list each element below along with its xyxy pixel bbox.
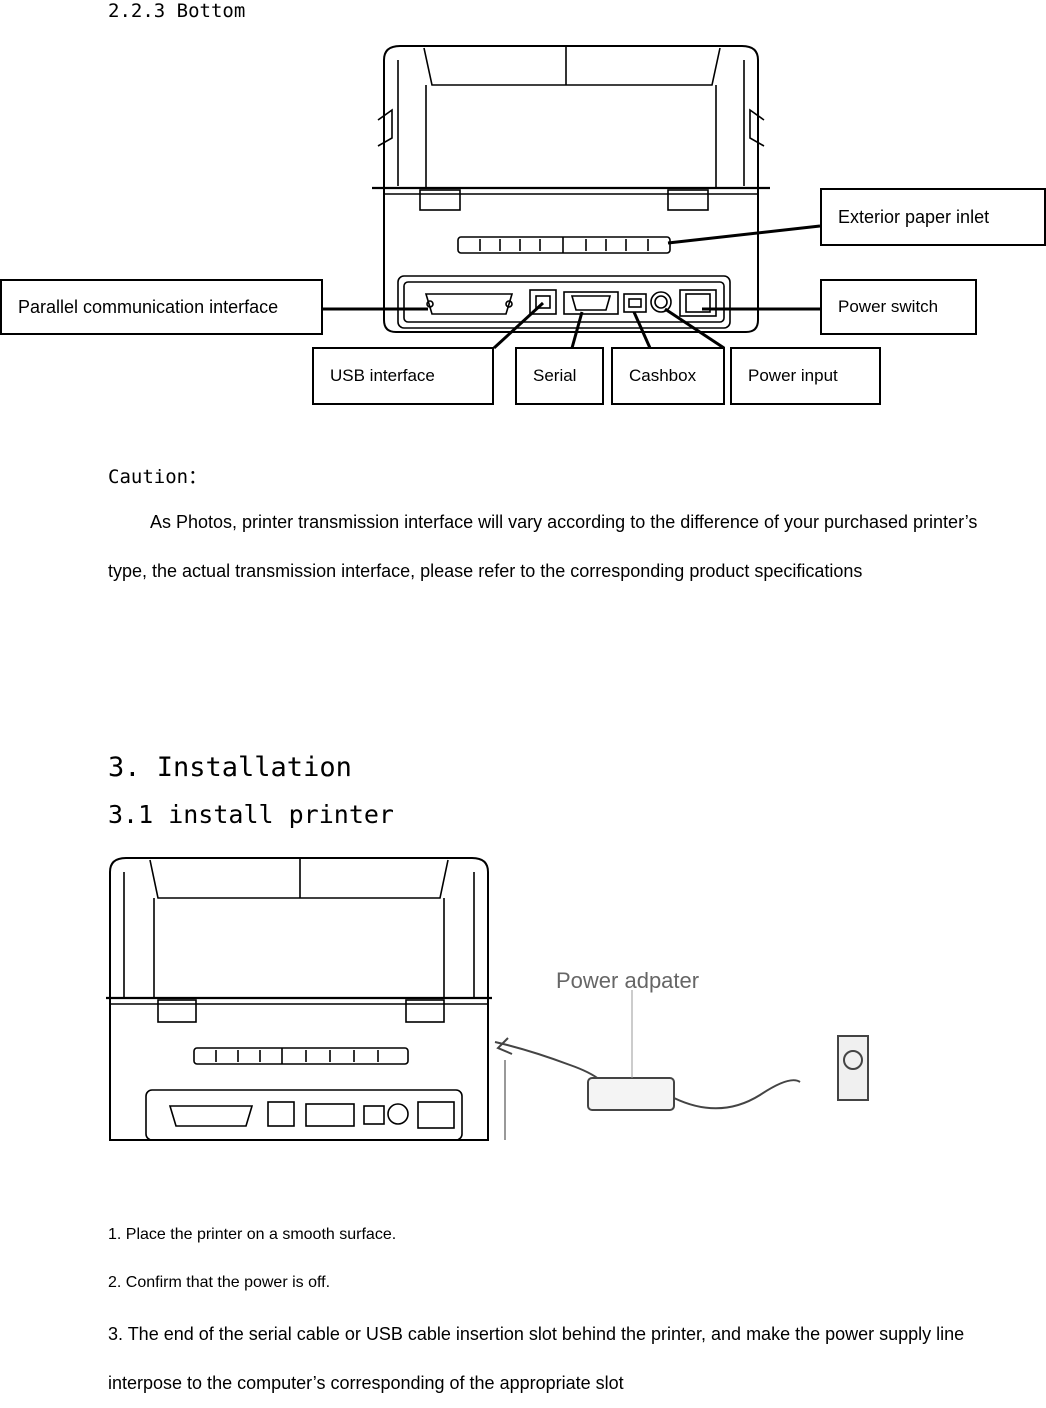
step-number: 1. <box>108 1226 122 1243</box>
section-heading-install-printer: 3.1 install printer <box>108 800 394 829</box>
step-2: 2. Confirm that the power is off. <box>108 1274 330 1292</box>
step-number: 2. <box>108 1274 122 1291</box>
section-heading-installation: 3. Installation <box>108 752 352 783</box>
caution-paragraph: As Photos, printer transmission interfac… <box>108 498 988 596</box>
callout-label: USB interface <box>330 366 435 385</box>
step-3: 3. The end of the serial cable or USB ca… <box>108 1310 988 1408</box>
step-text: Place the printer on a smooth surface. <box>121 1226 397 1243</box>
callout-power-switch: Power switch <box>820 279 977 335</box>
caution-text: As Photos, printer transmission interfac… <box>108 512 978 581</box>
callout-label: Power switch <box>838 297 939 316</box>
caution-label: Caution： <box>108 466 208 488</box>
callout-label: Power input <box>748 366 838 385</box>
callout-label: Exterior paper inlet <box>838 206 990 227</box>
step-text: The end of the serial cable or USB cable… <box>108 1324 965 1393</box>
callout-label: Cashbox <box>629 366 697 385</box>
callout-label: Parallel communication interface <box>18 296 279 317</box>
callout-label: Serial <box>533 366 577 385</box>
section-heading-bottom: 2.2.3 Bottom <box>108 0 246 22</box>
callout-serial: Serial <box>515 347 604 405</box>
step-text: Confirm that the power is off. <box>121 1274 331 1291</box>
callout-usb-interface: USB interface <box>312 347 494 405</box>
printer-power-adapter-diagram <box>106 857 869 1141</box>
callout-cashbox: Cashbox <box>611 347 725 405</box>
callout-power-input: Power input <box>730 347 881 405</box>
callout-exterior-paper-inlet: Exterior paper inlet <box>820 188 1046 246</box>
power-adapter-label: Power adpater <box>556 968 700 993</box>
step-1: 1. Place the printer on a smooth surface… <box>108 1226 396 1244</box>
callout-parallel-interface: Parallel communication interface <box>0 279 323 335</box>
printer-rear-diagram <box>322 45 821 350</box>
step-number: 3. <box>108 1324 124 1344</box>
